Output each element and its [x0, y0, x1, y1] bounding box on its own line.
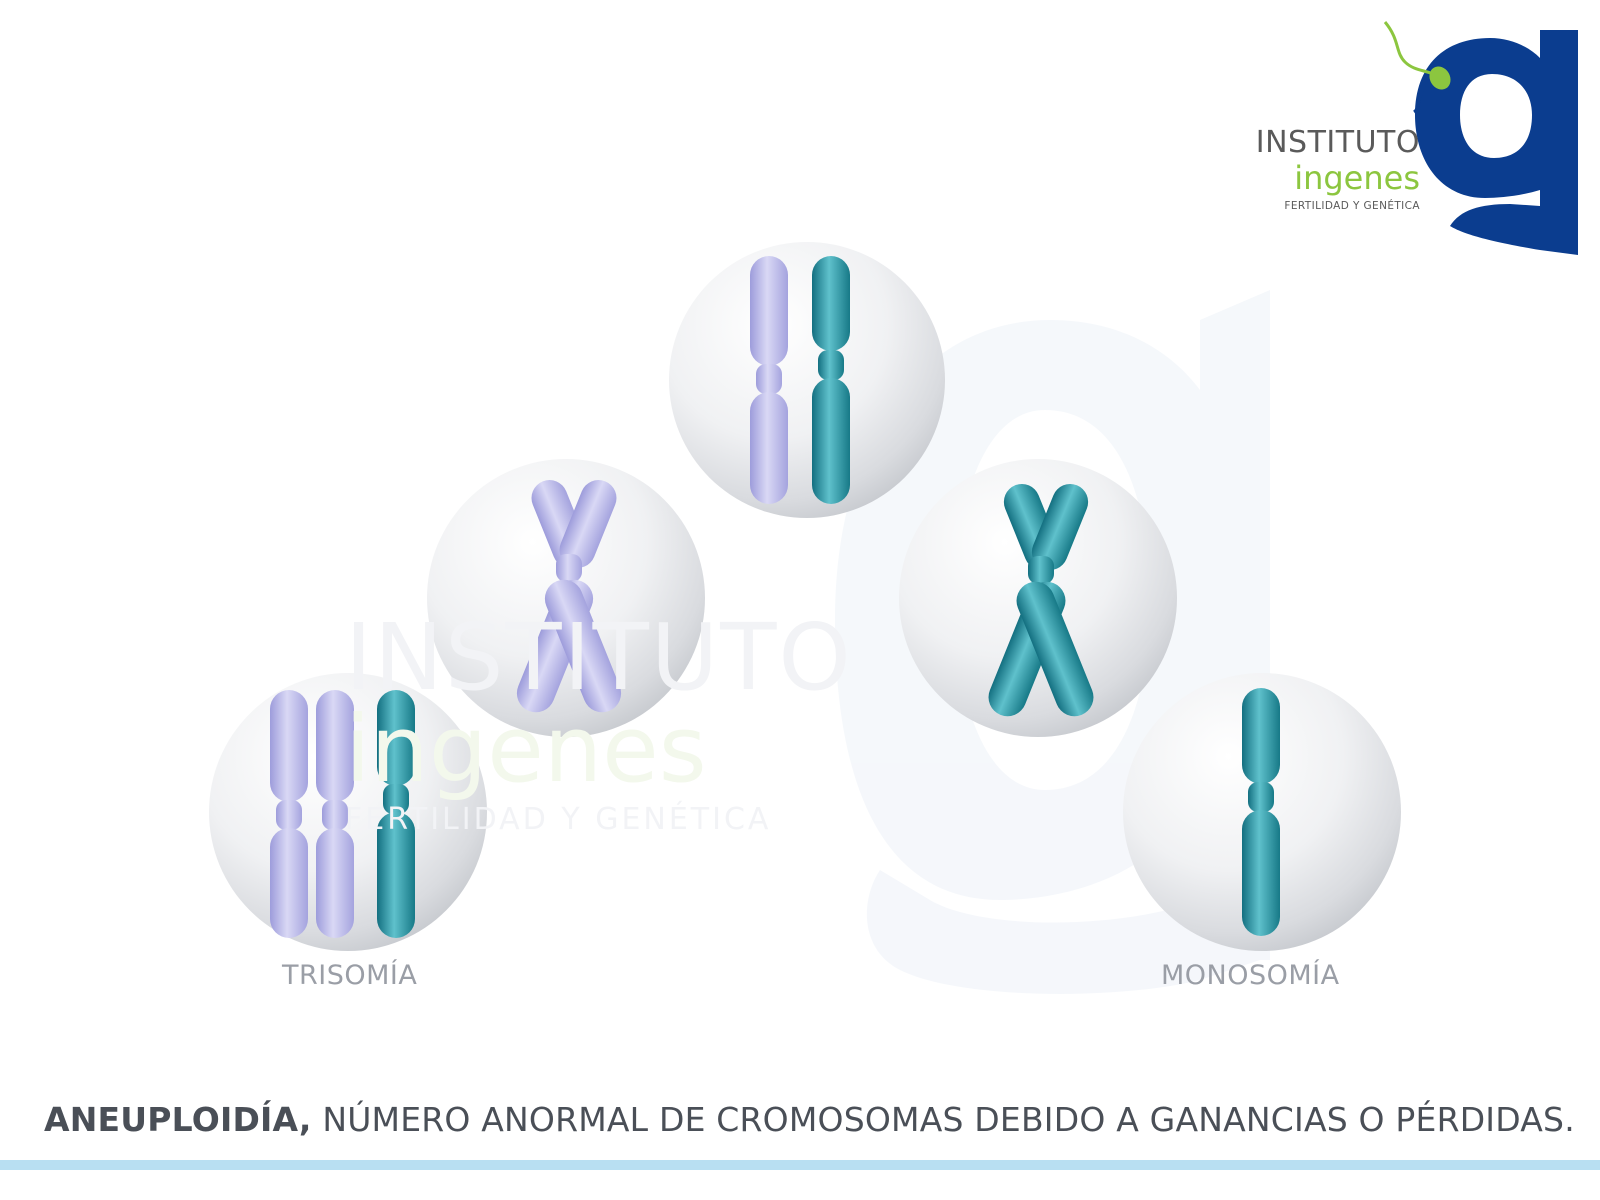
watermark-line-1: INSTITUTO: [345, 604, 853, 711]
watermark-line-3: FERTILIDAD Y GENÉTICA: [345, 802, 772, 837]
chromosome-teal-trisomy: [377, 690, 415, 938]
logo-text: INSTITUTO ingenes FERTILIDAD Y GENÉTICA: [1255, 125, 1420, 213]
caption-definition: NÚMERO ANORMAL DE CROMOSOMAS DEBIDO A GA…: [311, 1100, 1575, 1139]
bottom-bar: [0, 1160, 1600, 1170]
ingenes-logo-g-icon: [1383, 21, 1578, 255]
caption-term: ANEUPLOIDÍA,: [44, 1100, 312, 1139]
cell-sphere-top: [669, 242, 945, 518]
logo-line-tagline: FERTILIDAD Y GENÉTICA: [1284, 200, 1420, 212]
chromosome-teal-top: [812, 256, 850, 504]
label-monosomy: MONOSOMÍA: [1161, 960, 1340, 991]
watermark-line-2: ingenes: [345, 696, 707, 803]
chromosome-lavender-top: [750, 256, 788, 504]
chromosome-lavender-x: [516, 480, 622, 713]
label-trisomy: TRISOMÍA: [282, 960, 418, 991]
chromosome-lavender-trisomy-1: [270, 690, 308, 938]
logo-line-instituto: INSTITUTO: [1255, 125, 1420, 160]
chromosome-teal-monosomy: [1242, 688, 1280, 936]
chromosome-lavender-trisomy-2: [316, 690, 354, 938]
watermark-text: INSTITUTO ingenes FERTILIDAD Y GENÉTICA: [345, 604, 853, 838]
chromosome-teal-x: [988, 483, 1094, 717]
logo-line-ingenes: ingenes: [1294, 159, 1420, 197]
caption: ANEUPLOIDÍA, NÚMERO ANORMAL DE CROMOSOMA…: [44, 1100, 1575, 1139]
